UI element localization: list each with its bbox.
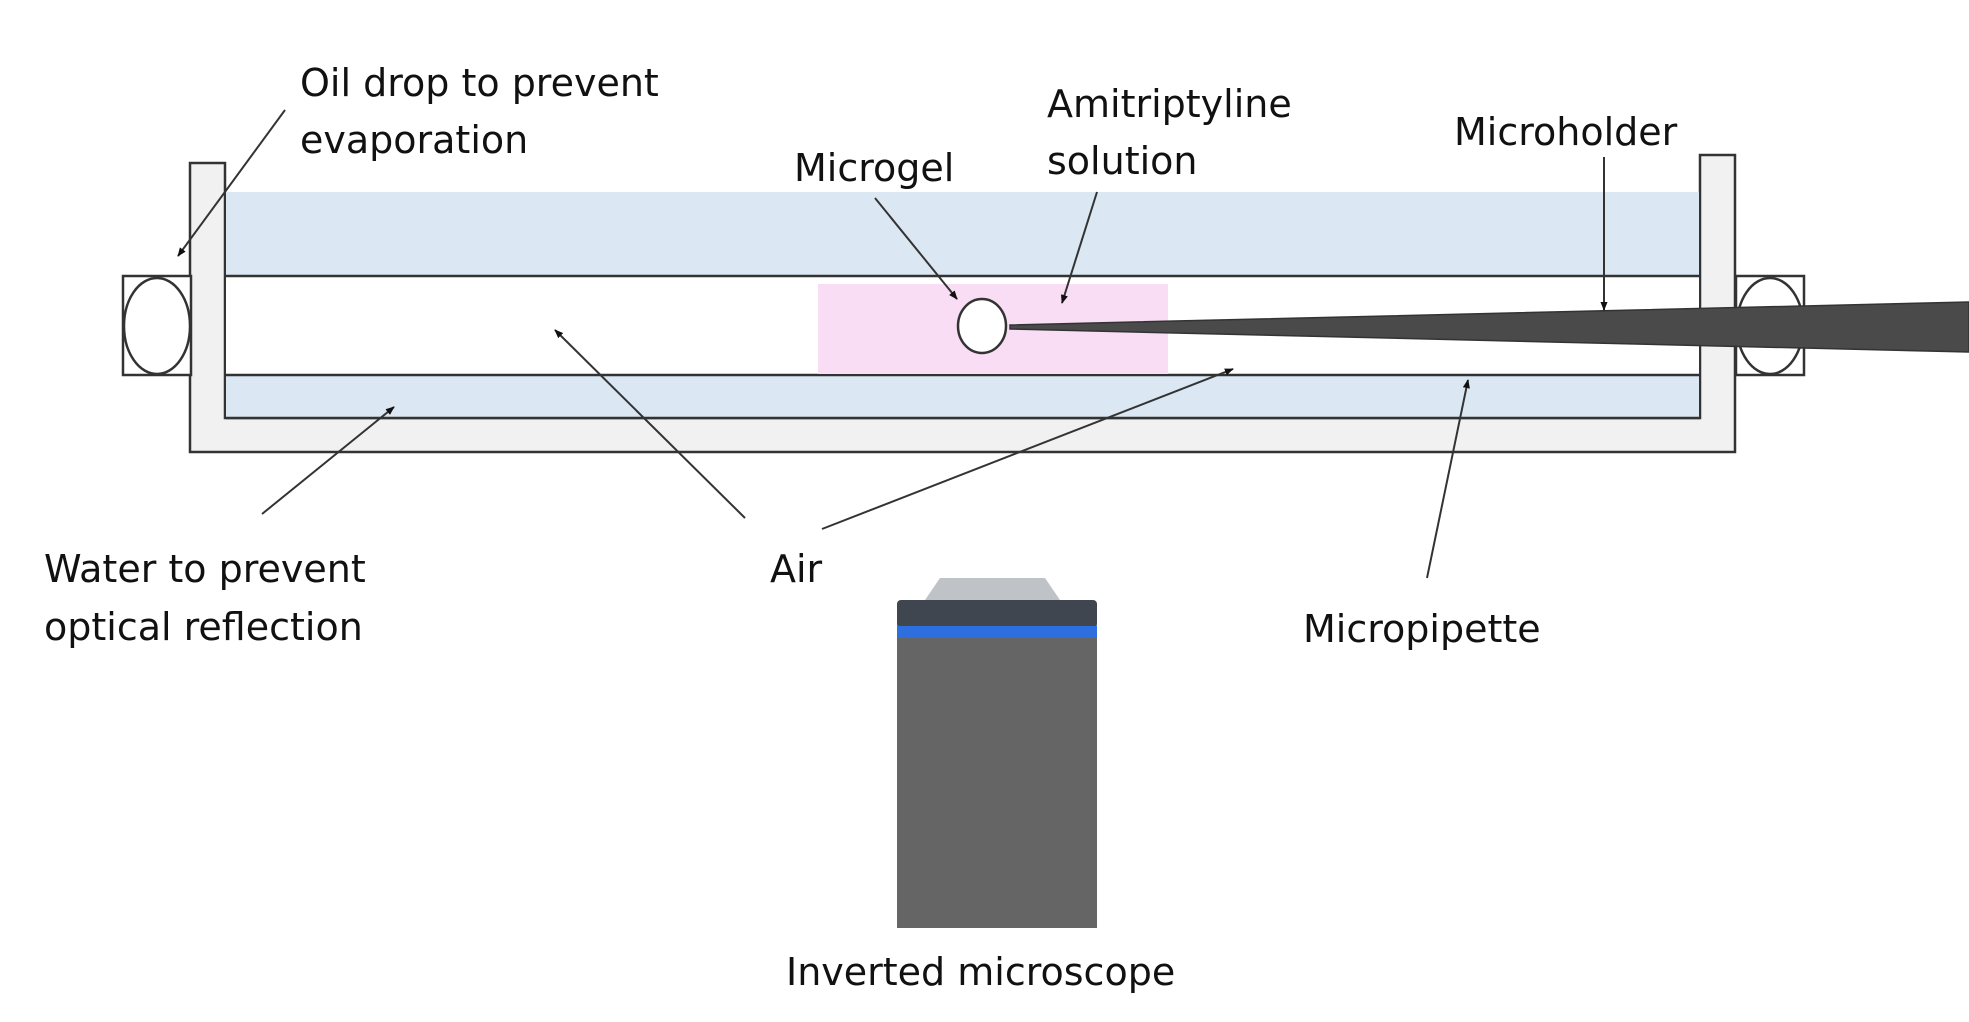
microgel <box>956 297 1008 355</box>
arrow-micropipette <box>1426 379 1470 579</box>
arrow-oil-drop <box>177 109 286 257</box>
label-micropipette: Micropipette <box>1303 607 1541 651</box>
arrow-amitriptyline <box>1061 191 1098 304</box>
arrow-air-left <box>554 329 746 519</box>
label-microgel: Microgel <box>794 146 954 190</box>
arrow-air-right <box>821 368 1234 530</box>
microscope-top <box>897 600 1097 628</box>
label-water: Water to prevent optical reflection <box>44 547 378 649</box>
oil-drop-left <box>122 276 192 376</box>
microscope-body <box>897 638 1097 928</box>
water-layer-top <box>226 192 1699 276</box>
microscope-lens <box>925 578 1060 600</box>
micropipette <box>1009 301 1969 353</box>
label-inverted-microscope: Inverted microscope <box>786 950 1175 994</box>
arrow-water <box>261 406 395 515</box>
label-microholder: Microholder <box>1454 110 1678 154</box>
microscope-band <box>897 626 1097 638</box>
chamber-wall <box>188 153 1737 454</box>
label-air: Air <box>770 547 823 591</box>
label-oil-drop: Oil drop to prevent evaporation <box>300 61 671 162</box>
label-amitriptyline-solution: Amitriptyline solution <box>1047 82 1304 183</box>
water-layer-bottom <box>226 375 1699 418</box>
arrow-microgel <box>874 197 958 300</box>
